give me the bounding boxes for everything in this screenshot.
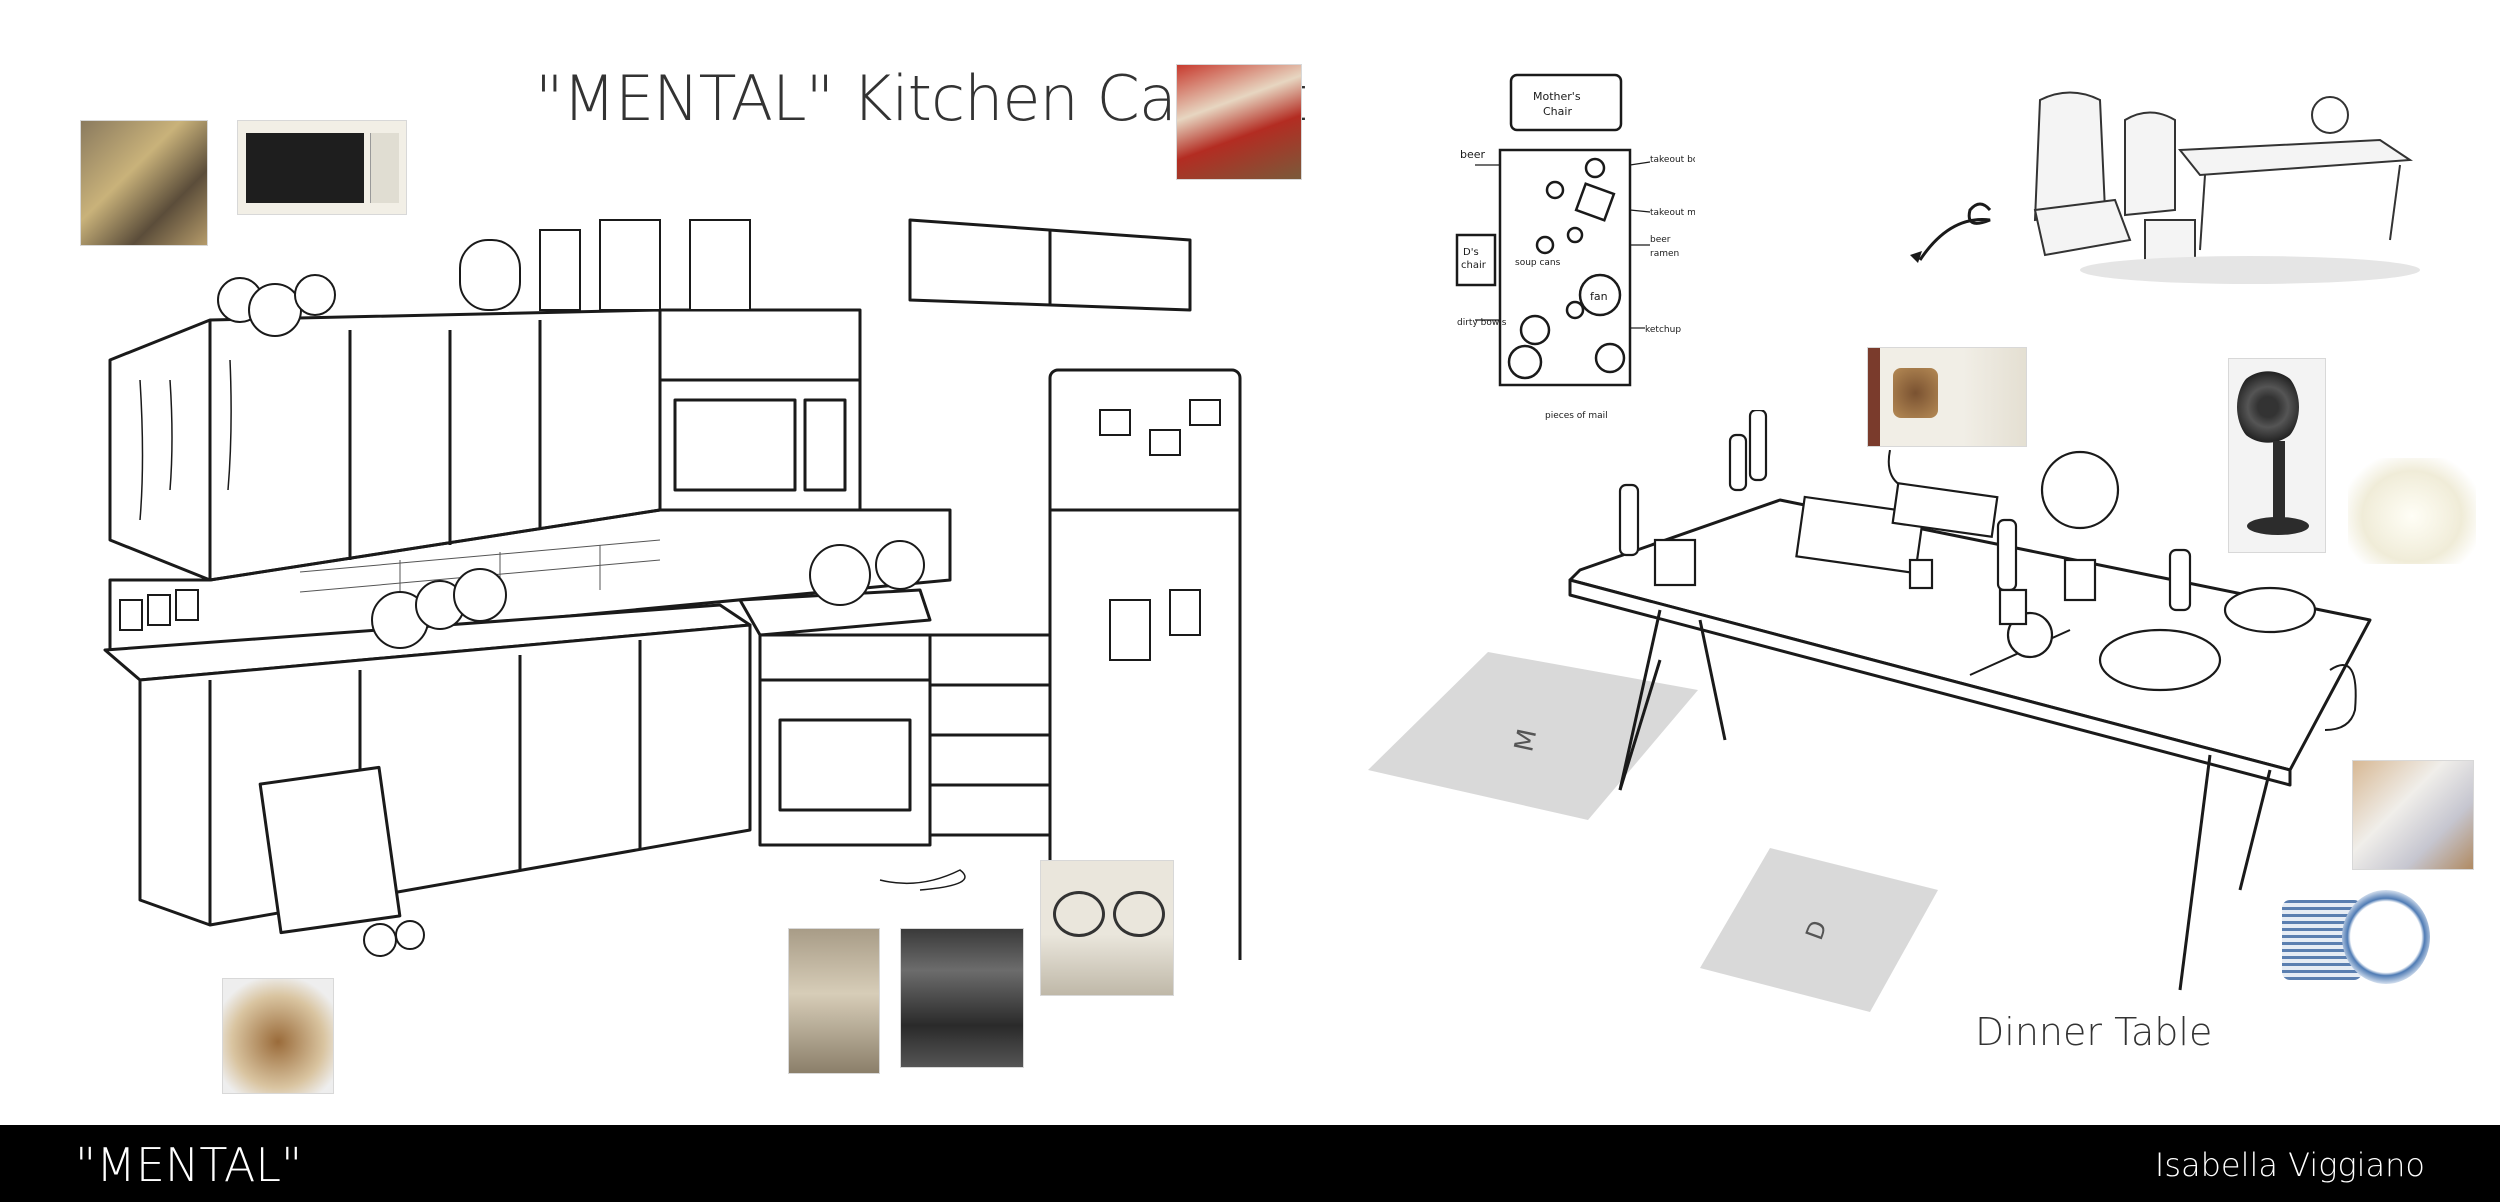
dinner-table-label: Dinner Table bbox=[1975, 1010, 2213, 1054]
sketch-label-beer-2: beer bbox=[1650, 235, 1671, 245]
sketch-label-beer: beer bbox=[1460, 148, 1486, 161]
reference-photo-takeout-container bbox=[1867, 347, 2027, 447]
floor-mark-m: M bbox=[1368, 652, 1698, 820]
chairs-and-table-render bbox=[2033, 91, 2420, 284]
reference-photo-mail bbox=[2352, 760, 2474, 870]
sketch-label-soup-cans: soup cans bbox=[1515, 258, 1561, 268]
reference-photo-stove bbox=[1040, 860, 1174, 996]
sketch-label-takeout-meals: takeout meals bbox=[1650, 208, 1695, 218]
sketch-label-dirty-bowls: dirty bowls bbox=[1457, 318, 1507, 328]
footer-author: Isabella Viggiano bbox=[2154, 1146, 2425, 1184]
table-layout-sketch: Mother's Chair beer takeout box takeout … bbox=[1455, 73, 1695, 421]
sketch-label-mothers-chair: Mother's bbox=[1533, 90, 1581, 103]
reference-photo-fan bbox=[2228, 358, 2326, 553]
svg-text:chair: chair bbox=[1461, 260, 1487, 271]
reference-photo-pots bbox=[80, 120, 208, 246]
sketch-label-pieces-of-mail: pieces of mail bbox=[1545, 411, 1608, 421]
reference-photo-takeout-food bbox=[222, 978, 334, 1094]
pointer-arrow-icon bbox=[1910, 202, 1992, 263]
reference-photo-soup-cans bbox=[1176, 64, 1302, 180]
svg-text:Chair: Chair bbox=[1543, 105, 1572, 118]
reference-photo-microwave bbox=[237, 120, 407, 215]
sketch-label-ds-chair: D's bbox=[1463, 247, 1479, 258]
sketch-label-ketchup: ketchup bbox=[1645, 325, 1681, 335]
reference-photo-ramen-box bbox=[2348, 458, 2476, 564]
reference-photo-drawers bbox=[788, 928, 880, 1074]
floor-mark-d: D bbox=[1700, 848, 1938, 1012]
footer-project-title: "MENTAL" bbox=[75, 1138, 303, 1192]
reference-photo-paper-plates bbox=[2282, 890, 2432, 990]
reference-photo-oven bbox=[900, 928, 1024, 1068]
sketch-label-ramen: ramen bbox=[1650, 249, 1679, 259]
dinner-table-illustration bbox=[1568, 410, 2372, 991]
sketch-label-fan: fan bbox=[1590, 290, 1608, 303]
footer-bar bbox=[0, 1125, 2500, 1202]
sketch-label-takeout-box: takeout box bbox=[1650, 155, 1695, 165]
kitchen-illustration bbox=[103, 218, 1242, 960]
